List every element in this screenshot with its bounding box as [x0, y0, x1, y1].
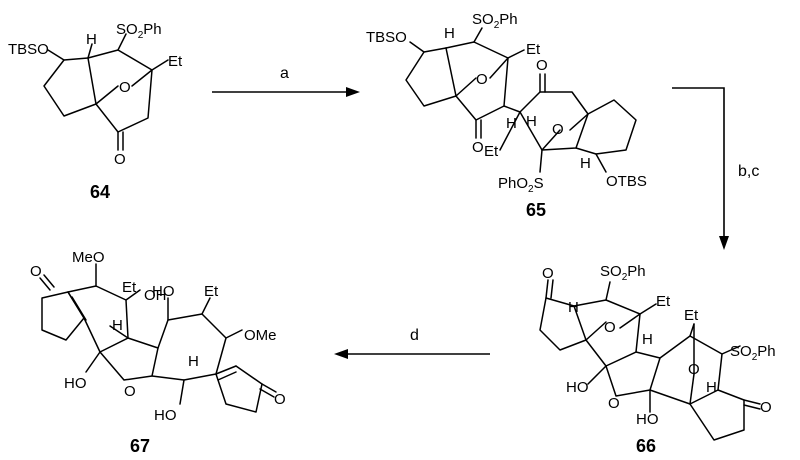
h-label: H: [86, 31, 97, 48]
step-bc-label: b,c: [738, 163, 759, 180]
h1-label: H: [112, 317, 123, 334]
et1-label: Et: [656, 293, 671, 310]
molecule-67: MeO Et OH O HO Et H OMe H HO O HO O 67: [30, 249, 286, 456]
ring-o2-label: O: [608, 395, 620, 412]
h3-label: H: [706, 379, 717, 396]
ketone-o2-label: O: [274, 391, 286, 408]
molecule-65: TBSO H SO2Ph Et O O H O O H Et H OTBS Ph…: [366, 11, 647, 220]
h3-label: H: [526, 113, 537, 130]
h1-label: H: [568, 299, 579, 316]
compound-67-label: 67: [130, 436, 150, 456]
pho2s-label: PhO2S: [498, 175, 544, 195]
h1-label: H: [444, 25, 455, 42]
otbs-label: OTBS: [606, 173, 647, 190]
step-d-label: d: [410, 327, 419, 344]
tbso-label: TBSO: [366, 29, 407, 46]
compound-66-label: 66: [636, 436, 656, 456]
ho2-label: HO: [636, 411, 659, 428]
et2-label: Et: [484, 143, 499, 160]
ho2-label: HO: [64, 375, 87, 392]
h2-label: H: [642, 331, 653, 348]
et2-label: Et: [204, 283, 219, 300]
so2ph2-label: SO2Ph: [730, 343, 776, 363]
ring-o1-label: O: [124, 383, 136, 400]
bridge-o2-label: O: [552, 121, 564, 138]
oh1-label: OH: [144, 287, 167, 304]
bridge-o-label: O: [119, 79, 131, 96]
ketone-o-label: O: [114, 151, 126, 168]
h2-label: H: [506, 115, 517, 132]
ho1-label: HO: [566, 379, 589, 396]
h2-label: H: [188, 353, 199, 370]
tbso-label: TBSO: [8, 41, 49, 58]
h4-label: H: [580, 155, 591, 172]
ketone-o1-label: O: [472, 139, 484, 156]
ketone-o1-label: O: [30, 263, 42, 280]
ho3-label: HO: [154, 407, 177, 424]
ketone-o1-label: O: [542, 265, 554, 282]
compound-65-label: 65: [526, 200, 546, 220]
molecule-66: SO2Ph O H Et O H Et SO2Ph H HO O O HO O …: [539, 263, 776, 456]
arrow-step-a: a: [212, 65, 360, 97]
so2ph-label: SO2Ph: [116, 21, 162, 41]
et1-label: Et: [526, 41, 541, 58]
ketone-o2-label: O: [536, 57, 548, 74]
et2-label: Et: [684, 307, 699, 324]
so2ph-label: SO2Ph: [472, 11, 518, 31]
et1-label: Et: [122, 279, 137, 296]
ho1-label: HO: [152, 283, 175, 300]
arrow-step-bc: b,c: [672, 87, 759, 250]
et-label: Et: [168, 53, 183, 70]
bridge-o3-label: O: [688, 361, 700, 378]
so2ph1-label: SO2Ph: [600, 263, 646, 283]
ketone-o2-label: O: [760, 399, 772, 416]
step-a-label: a: [280, 65, 289, 82]
molecule-64: TBSO H SO2Ph Et O O 64: [8, 21, 183, 202]
compound-64-label: 64: [90, 182, 110, 202]
meo-label: MeO: [72, 249, 105, 266]
arrow-step-d: d: [334, 327, 490, 359]
bridge-o1-label: O: [476, 71, 488, 88]
bridge-o1-label: O: [604, 319, 616, 336]
ome-label: OMe: [244, 327, 277, 344]
